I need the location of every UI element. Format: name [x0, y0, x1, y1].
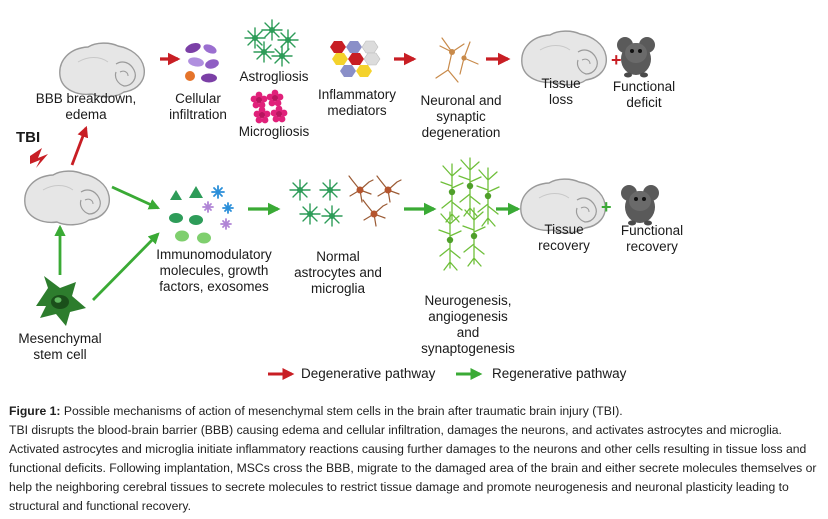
neuronal-degeneration-label: Neuronal and synaptic degeneration [420, 93, 502, 140]
astrogliosis-label: Astrogliosis [239, 69, 309, 84]
degenerative-arrow [70, 125, 89, 166]
tbi-label: TBI [16, 129, 41, 146]
brain-tbi-icon [24, 170, 111, 226]
regenerative-arrow [92, 232, 160, 301]
diagram-canvas: + [24, 19, 659, 380]
caption-title: Figure 1: [9, 404, 61, 418]
cellular-infiltration-label: Cellular infiltration [169, 91, 227, 122]
immunomodulatory-molecules-icon [169, 185, 234, 244]
legend-regenerative-label: Regenerative pathway [492, 366, 627, 381]
mouse-deficit-icon [617, 37, 655, 78]
cellular-infiltration-icon [185, 42, 219, 83]
functional-deficit-label: Functional deficit [612, 79, 676, 110]
plus-sign: + [601, 197, 612, 217]
functional-recovery-label: Functional recovery [620, 223, 684, 254]
caption-title-text: Possible mechanisms of action of mesench… [60, 404, 623, 418]
brain-bbb-icon [59, 42, 146, 98]
microgliosis-label: Microgliosis [238, 124, 310, 139]
normal-glia-icon [289, 175, 402, 227]
legend-degenerative-label: Degenerative pathway [301, 366, 436, 381]
tissue-loss-label: Tissue loss [541, 76, 581, 107]
mouse-recovery-icon [621, 185, 659, 226]
lightning-icon [30, 148, 48, 168]
normal-glia-label: Normal astrocytes and microglia [294, 249, 382, 296]
plus-sign: + [611, 50, 622, 70]
caption-body: TBI disrupts the blood-brain barrier (BB… [9, 423, 817, 513]
degenerating-neurons-icon [435, 37, 479, 83]
immunomodulatory-label: Immunomodulatory molecules, growth facto… [156, 247, 272, 294]
msc-label: Mesenchymal stem cell [18, 331, 102, 362]
neurogenesis-label: Neurogenesis, angiogenesis and synaptoge… [421, 293, 515, 356]
inflammatory-mediators-icon [330, 40, 381, 77]
mesenchymal-stem-cell-icon [36, 276, 86, 326]
tissue-recovery-label: Tissue recovery [538, 222, 590, 253]
astrogliosis-icon [244, 19, 299, 67]
microgliosis-icon [250, 89, 288, 124]
neurogenesis-icon [438, 157, 500, 271]
figure-caption: Figure 1: Possible mechanisms of action … [9, 402, 821, 516]
regenerative-arrow [111, 185, 161, 210]
bbb-breakdown-label: BBB breakdown, edema [35, 91, 137, 122]
inflammatory-mediators-label: Inflammatory mediators [317, 87, 397, 118]
mechanism-diagram: + [16, 19, 684, 381]
